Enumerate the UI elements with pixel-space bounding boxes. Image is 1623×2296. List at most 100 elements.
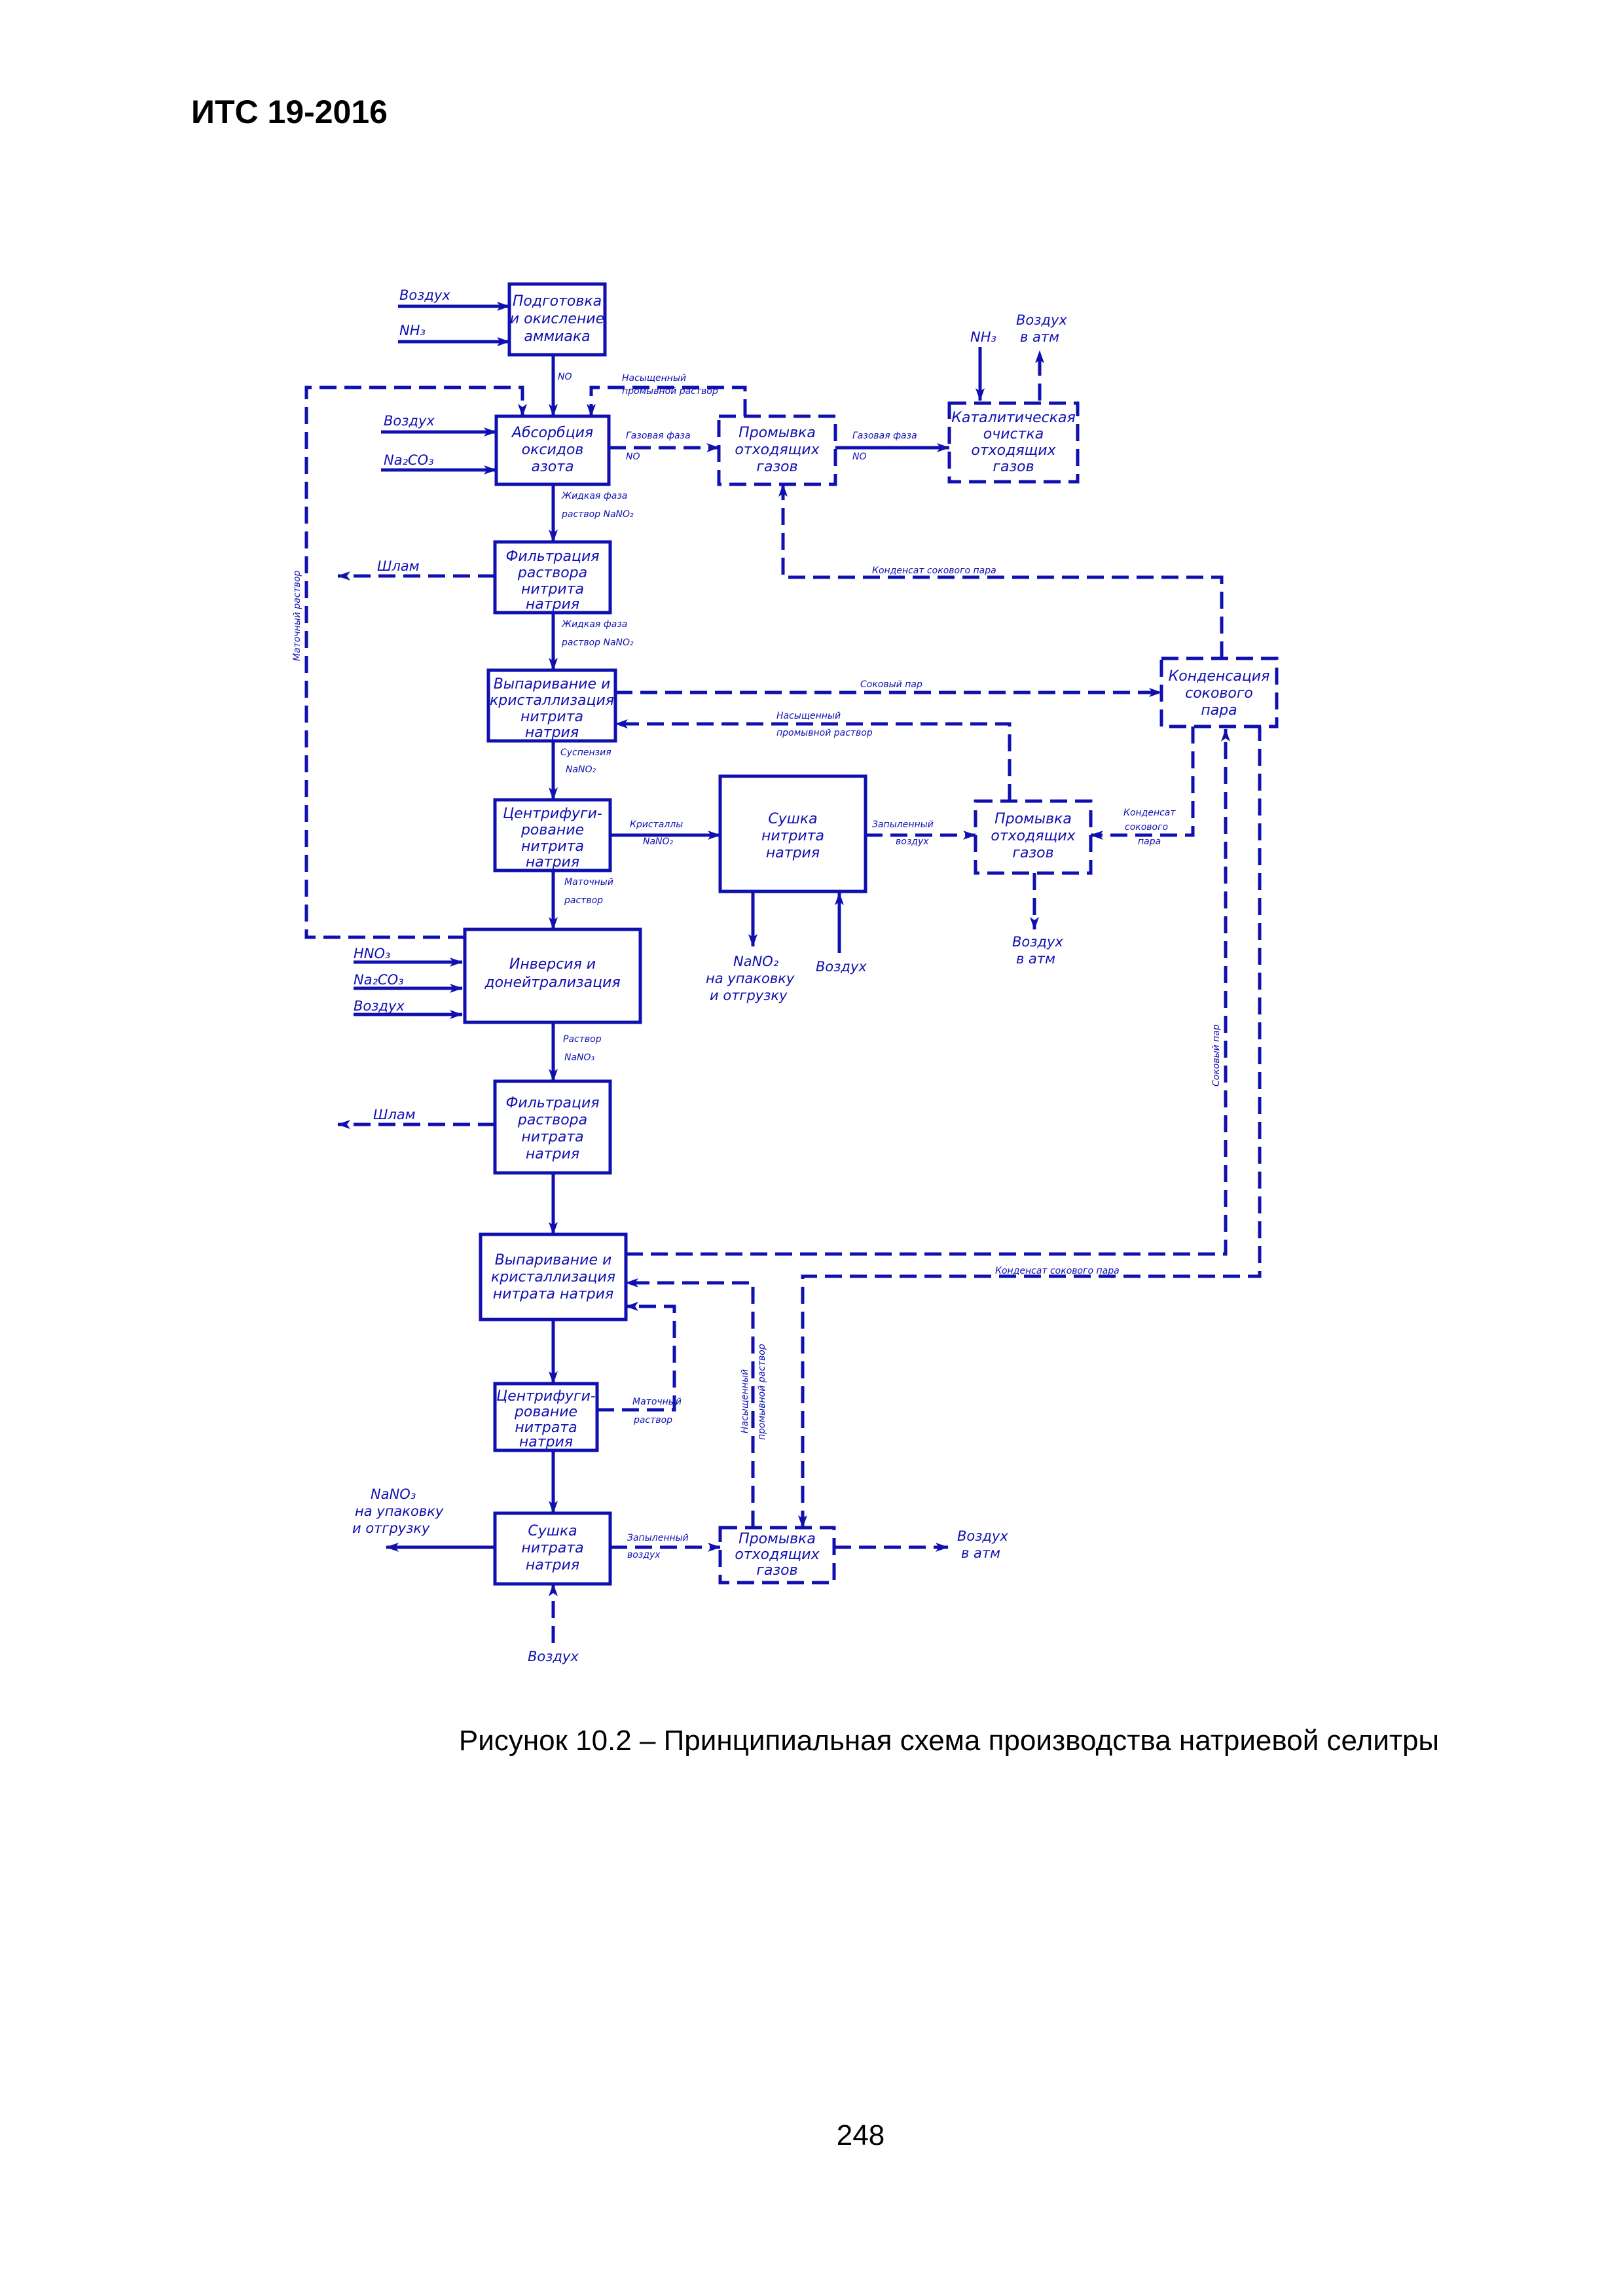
label-dusty-air: воздух bbox=[627, 1550, 661, 1560]
label-juice-steam: Соковый пар bbox=[860, 679, 922, 690]
box-nitrate-evaporation: Выпаривание и кристаллизация нитрата нат… bbox=[479, 1232, 628, 1321]
label-condensate: Конденсат сокового пара bbox=[995, 1266, 1120, 1276]
label-dusty-air: Запыленный bbox=[627, 1533, 689, 1543]
box-text: натрия bbox=[525, 725, 579, 741]
box-text: натрия bbox=[526, 1146, 579, 1162]
label-suspension: NaNO₂ bbox=[566, 764, 596, 775]
box-text: рование bbox=[520, 822, 584, 838]
document-header: ИТС 19-2016 bbox=[191, 94, 388, 130]
label-saturated-wash: Насыщенный bbox=[622, 373, 686, 384]
label-air-out: Воздух bbox=[1016, 312, 1067, 328]
label-air: Воздух bbox=[399, 287, 450, 303]
box-text: Подготовка bbox=[513, 293, 602, 310]
label-liquid-phase: Жидкая фаза bbox=[561, 491, 627, 501]
label-air-out: в атм bbox=[1016, 951, 1055, 967]
label-air: Воздух bbox=[528, 1649, 579, 1664]
recycle-line bbox=[1090, 726, 1195, 840]
box-text: нитрата натрия bbox=[493, 1286, 613, 1302]
label-condensate: сокового bbox=[1125, 822, 1168, 833]
label-dusty-air: Запыленный bbox=[872, 819, 934, 830]
recycle-line bbox=[798, 724, 1262, 1528]
label-sludge: Шлам bbox=[377, 558, 420, 574]
box-text: сокового bbox=[1185, 685, 1253, 702]
box-text: Фильтрация bbox=[505, 1095, 599, 1111]
box-text: Сушка bbox=[768, 811, 817, 827]
box-text: и окисление bbox=[510, 311, 604, 327]
box-text: Выпаривание и bbox=[495, 1252, 612, 1268]
recycle-line bbox=[597, 1302, 676, 1412]
box-text: нитрата bbox=[515, 1420, 577, 1436]
box-nitrite-evaporation: Выпаривание и кристаллизация нитрита нат… bbox=[486, 668, 617, 743]
box-text: отходящих bbox=[991, 828, 1076, 844]
box-text: отходящих bbox=[971, 442, 1056, 459]
label-air-out: в атм bbox=[1020, 329, 1059, 345]
box-text: кристаллизация bbox=[490, 692, 614, 709]
box-text: кристаллизация bbox=[491, 1269, 615, 1285]
box-text: Фильтрация bbox=[505, 548, 599, 565]
label-air: Воздух bbox=[816, 959, 867, 975]
label-air-out: Воздух bbox=[1012, 934, 1063, 950]
box-text: Конденсация bbox=[1169, 668, 1270, 685]
box-text: раствора bbox=[517, 565, 587, 581]
box-text: отходящих bbox=[735, 1547, 820, 1563]
label-air: Воздух bbox=[384, 413, 435, 429]
label-nitrite-product: NaNO₂ bbox=[733, 954, 779, 969]
label-saturated-wash: промывной раствор bbox=[776, 728, 873, 738]
label-saturated-wash: Насыщенный bbox=[776, 711, 841, 721]
box-text: нитрита bbox=[521, 838, 584, 855]
box-nitrogen-oxide-absorption: Абсорбция оксидов азота bbox=[494, 414, 611, 486]
label-gas-phase: NO bbox=[852, 452, 867, 462]
box-text: Сушка bbox=[528, 1523, 577, 1539]
box-text: рование bbox=[514, 1404, 577, 1420]
label-nitrite-product: и отгрузку bbox=[710, 988, 788, 1003]
box-nitrate-filtration: Фильтрация раствора нитрата натрия bbox=[493, 1079, 612, 1175]
label-suspension: Суспензия bbox=[560, 747, 611, 758]
label-air-out: Воздух bbox=[957, 1528, 1008, 1544]
label-na2co3: Na₂CO₃ bbox=[384, 452, 434, 468]
recycle-line bbox=[778, 484, 1224, 658]
label-air: Воздух bbox=[354, 998, 405, 1014]
label-condensate: Конденсат сокового пара bbox=[872, 565, 996, 576]
box-text: Центрифуги- bbox=[503, 806, 602, 822]
box-text: Промывка bbox=[994, 811, 1072, 827]
box-text: нитрита bbox=[521, 581, 584, 598]
box-text: нитрита bbox=[520, 709, 583, 725]
label-mother-liquor: Маточный bbox=[564, 877, 613, 888]
label-dusty-air: воздух bbox=[896, 836, 929, 847]
box-text: нитрата bbox=[521, 1540, 583, 1556]
box-text: оксидов bbox=[522, 442, 584, 458]
label-gas-phase: Газовая фаза bbox=[626, 431, 691, 441]
box-ammonia-oxidation: Подготовка и окисление аммиака bbox=[507, 282, 607, 357]
box-text: натрия bbox=[526, 596, 579, 613]
box-text: азота bbox=[532, 459, 574, 475]
recycle-line bbox=[626, 728, 1230, 1256]
label-condensate: Конденсат bbox=[1123, 808, 1176, 818]
label-nitrite-product: на упаковку bbox=[706, 971, 795, 986]
label-mother-liquor-return: Маточный раствор bbox=[292, 570, 302, 661]
recycle-line bbox=[615, 719, 1012, 801]
box-text: Абсорбция bbox=[511, 425, 593, 441]
box-text: газов bbox=[756, 1562, 797, 1579]
box-juice-steam-condensation: Конденсация сокового пара bbox=[1159, 656, 1279, 728]
box-nitrite-centrifuging: Центрифуги- рование нитрита натрия bbox=[493, 798, 612, 872]
box-text: газов bbox=[1012, 845, 1053, 861]
box-exhaust-gas-scrubbing-1: Промывка отходящих газов bbox=[717, 414, 837, 486]
label-solution: NaNO₃ bbox=[564, 1052, 595, 1063]
recycle-line bbox=[304, 386, 527, 939]
box-exhaust-gas-scrubbing-3: Промывка отходящих газов bbox=[718, 1526, 836, 1585]
box-text: Центрифуги- bbox=[496, 1388, 596, 1405]
label-nh3: NH₃ bbox=[970, 329, 996, 345]
box-text: Инверсия и bbox=[509, 956, 596, 973]
box-text: натрия bbox=[766, 845, 820, 861]
page-number: 248 bbox=[836, 2119, 885, 2151]
label-sludge: Шлам bbox=[373, 1107, 416, 1122]
box-text: газов bbox=[993, 459, 1034, 475]
figure-caption: Рисунок 10.2 – Принципиальная схема прои… bbox=[458, 1725, 1440, 1757]
box-nitrate-centrifuging: Центрифуги- рование нитрата натрия bbox=[493, 1382, 599, 1452]
label-solution: Раствор bbox=[563, 1034, 602, 1045]
label-juice-steam: Соковый пар bbox=[1211, 1024, 1222, 1086]
box-inversion-neutralization: Инверсия и донейтрализация bbox=[463, 927, 642, 1024]
box-text: газов bbox=[756, 459, 797, 475]
box-text: раствора bbox=[517, 1112, 587, 1128]
